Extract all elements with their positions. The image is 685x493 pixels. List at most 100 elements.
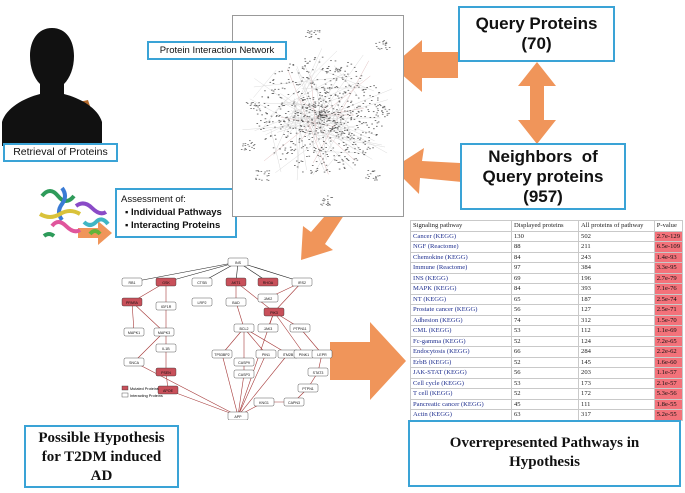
header-displayed: Displayed proteins [510,220,580,232]
legend-label-mutated: Mutated Proteins [130,387,159,391]
hypothesis-line1: Possible Hypothesis [38,430,165,446]
hypothesis-node: PSEN [155,367,177,377]
cell-pathway: ErbB (KEGG) [410,356,512,368]
neighbors-box: Neighbors of Query proteins (957) [460,143,626,210]
hypothesis-node-label: PINK1 [299,353,309,357]
hypothesis-node: BAD [225,297,247,307]
hypothesis-node-label: BAD [232,301,240,305]
cell-displayed: 56 [510,304,580,316]
hypothesis-node: PTPN1 [297,383,319,393]
cell-all: 393 [578,283,655,295]
hypothesis-node-label: PSEN [161,371,171,375]
cell-displayed: 63 [510,409,580,421]
hypothesis-node: AKT1 [225,277,247,287]
cell-all: 317 [578,409,655,421]
hypothesis-node-label: JAK3 [264,327,273,331]
cell-all: 203 [578,367,655,379]
hypothesis-node-label: MAPK1 [128,331,140,335]
cell-all: 187 [578,293,655,305]
cell-displayed: 84 [510,283,580,295]
hypothesis-box: Possible Hypothesis for T2DM induced AD [24,425,179,488]
hypothesis-node: CAPN3 [283,397,305,407]
hypothesis-node-label: PPARA [126,301,139,305]
assessment-item-1-label: Individual Pathways [131,207,222,218]
hypothesis-node-label: RHOA [263,281,274,285]
hypothesis-node: TP53BP2 [211,349,233,359]
cell-pathway: Immune (Reactome) [410,262,512,274]
query-count: (70) [521,34,552,53]
hypothesis-node-label: SNCA [129,361,140,365]
cell-pathway: Endocytosis (KEGG) [410,346,512,358]
cell-pvalue: 7.2e-65 [653,335,684,347]
hypothesis-node-label: LRP2 [198,301,207,305]
cell-pvalue: 1.8e-55 [653,398,684,410]
cell-displayed: 53 [510,377,580,389]
hypothesis-node-label: CAPN3 [288,401,300,405]
cell-all: 211 [578,241,655,253]
neighbors-line1: Neighbors of [488,147,598,166]
hypothesis-node-label: INS [235,261,242,265]
cell-pathway: JAK-STAT (KEGG) [410,367,512,379]
cell-pathway: Adhesion (KEGG) [410,314,512,326]
hypothesis-node: STAT3 [307,367,329,377]
hypothesis-node-label: JAK2 [264,297,273,301]
retrieval-box: Retrieval of Proteins [3,143,118,162]
header-pathway: Signaling pathway [410,220,512,232]
cell-displayed: 65 [510,293,580,305]
cell-all: 384 [578,262,655,274]
hypothesis-node-label: STAT3 [313,371,324,375]
cell-pathway: Pancreatic cancer (KEGG) [410,398,512,410]
overrep-line2: Hypothesis [509,454,580,470]
hypothesis-node-label: BCL2 [240,327,249,331]
cell-pvalue: 2.7e-129 [653,230,684,242]
hypothesis-node-label: GSK [162,281,170,285]
cell-pvalue: 5.2e-55 [653,409,684,421]
overrep-line1: Overrepresented Pathways in [449,435,640,451]
cell-pvalue: 2.5e-71 [653,304,684,316]
hypothesis-node: PINK1 [293,349,315,359]
assessment-item-2: ▪ Interacting Proteins [125,220,221,231]
double-arrow [518,62,556,144]
person-icon [2,28,102,146]
cell-pathway: Prostate cancer (KEGG) [410,304,512,316]
cell-displayed: 53 [510,325,580,337]
network-nodes [240,30,391,206]
arrow-hypothesis-to-table [330,322,406,400]
hypothesis-node-label: PIK3 [270,311,278,315]
protein-structure-icon [38,186,110,238]
cell-pathway: Actin (KEGG) [410,409,512,421]
hypothesis-node-label: IL1B [162,347,170,351]
cell-displayed: 88 [510,241,580,253]
cell-displayed: 45 [510,398,580,410]
hypothesis-node-label: IRS2 [298,281,306,285]
cell-all: 111 [578,398,655,410]
hypothesis-node: MAPK3 [153,327,175,337]
cell-displayed: 66 [510,346,580,358]
hypothesis-node-label: RB1 [129,281,136,285]
hypothesis-node-label: CASP9 [238,361,250,365]
cell-displayed: 56 [510,367,580,379]
cell-displayed: 74 [510,314,580,326]
neighbors-count: (957) [523,187,563,206]
legend-label-interacting: Interacting Proteins [130,394,163,398]
cell-all: 243 [578,251,655,263]
cell-pvalue: 7.1e-76 [653,283,684,295]
hypothesis-node-label: CASP3 [238,373,250,377]
cell-all: 145 [578,356,655,368]
cell-pvalue: 2.5e-74 [653,293,684,305]
cell-pathway: Fc-gamma (KEGG) [410,335,512,347]
legend-swatch-interacting [121,392,129,398]
